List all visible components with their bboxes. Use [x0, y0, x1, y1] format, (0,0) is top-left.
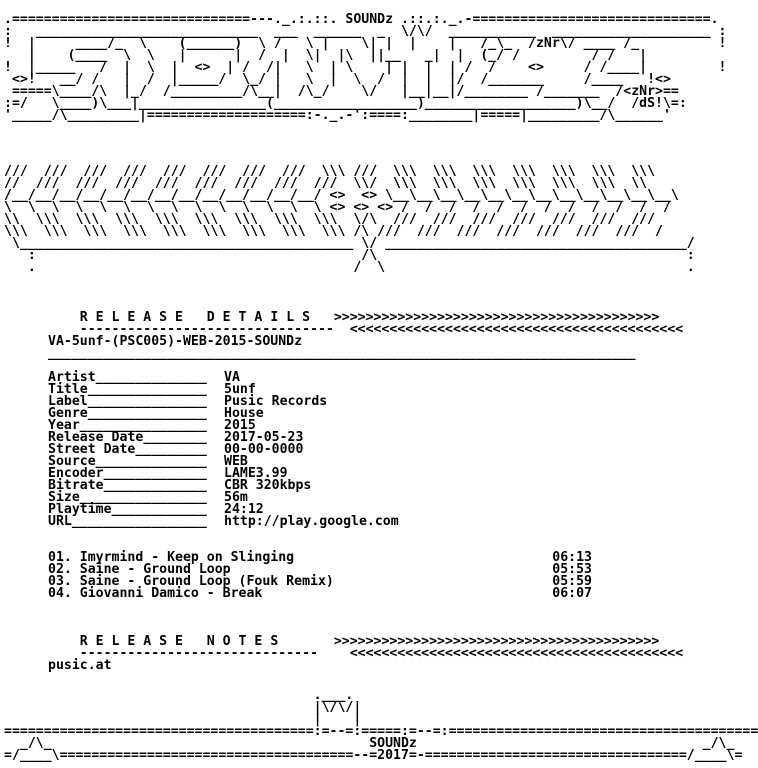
field-row: Label_______________ Pusic Records — [48, 394, 399, 409]
field-label: Year________________ — [48, 418, 207, 433]
track-row: 01. Imyrmind - Keep on Slinging 06:13 — [48, 550, 592, 565]
footer-art-line: | | — [4, 712, 362, 727]
field-row: Size________________ 56m — [48, 490, 399, 505]
track-row: 04. Giovanni Damico - Break 06:07 — [48, 586, 592, 601]
release-notes-heading: R E L E A S E N O T E S — [79, 634, 279, 649]
track-title: 04. Giovanni Damico - Break — [48, 586, 263, 601]
footer-ascii-art: .___. |\/\/| | |========================… — [4, 688, 758, 763]
release-notes-arrows-top: >>>>>>>>>>>>>>>>>>>>>>>>>>>>>>>>>>>>>>>>… — [333, 634, 660, 649]
decorative-band: /// /// /// /// /// /// /// /// \\\ /// … — [4, 164, 695, 275]
release-details-heading-block: R E L E A S E D E T A I L S >>>>>>>>>>>>… — [48, 300, 660, 336]
field-row: Playtime____________ 24:12 — [48, 502, 399, 517]
field-row: Title_______________ 5unf — [48, 382, 399, 397]
field-row: Source______________ WEB — [48, 454, 399, 469]
field-value: LAME3.99 — [224, 466, 288, 481]
track-time: 05:53 — [552, 562, 592, 577]
field-label: Encoder_____________ — [48, 466, 207, 481]
release-details-arrows-bottom: <<<<<<<<<<<<<<<<<<<<<<<<<<<<<<<<<<<<<<<<… — [349, 322, 684, 337]
release-notes-underline: ------------------------------ — [79, 646, 318, 661]
field-label: Source______________ — [48, 454, 207, 469]
nfo-document: .==============================---._.:.:… — [4, 12, 758, 763]
footer-art-line: =======================================:… — [4, 724, 758, 739]
header-art-line: ! |_____ / | \ | <> | / /| \ | \ | | | |… — [4, 60, 727, 75]
field-row: Encoder_____________ LAME3.99 — [48, 466, 399, 481]
band-art-line: /// /// /// /// /// /// /// /// \\\ /// … — [4, 164, 656, 179]
track-title: 03. Saine - Ground Loop (Fouk Remix) — [48, 574, 334, 589]
field-row: Release Date________ 2017-05-23 — [48, 430, 399, 445]
header-art-line: =====\____/\ |_/ /_________/\__| /\_/ \/… — [4, 84, 719, 99]
track-time: 06:07 — [552, 586, 592, 601]
release-notes-arrows-bottom: <<<<<<<<<<<<<<<<<<<<<<<<<<<<<<<<<<<<<<<<… — [349, 646, 684, 661]
field-row: Year________________ 2015 — [48, 418, 399, 433]
field-label: Playtime____________ — [48, 502, 207, 517]
field-label: URL_________________ — [48, 514, 207, 529]
release-details-heading: R E L E A S E D E T A I L S — [79, 310, 311, 325]
header-art-line: ! | ____/_ \ (______) \ / \ | \| | | | /… — [4, 36, 727, 51]
header-art-line: | (____ \ \ | | / | \| |\ ||__ _| | (_/ … — [4, 48, 719, 63]
field-value: 2017-05-23 — [224, 430, 304, 445]
field-label: Genre_______________ — [48, 406, 207, 421]
release-notes-text: pusic.at — [48, 658, 112, 673]
track-time: 06:13 — [552, 550, 592, 565]
track-title: 02. Saine - Ground Loop — [48, 562, 231, 577]
header-ascii-logo: .==============================---._.:.:… — [4, 12, 727, 123]
track-title: 01. Imyrmind - Keep on Slinging — [48, 550, 295, 565]
field-value: House — [224, 406, 264, 421]
band-art-line: \ \ \ \ \ \ \ \ \ \ \ \ \ \ <> <> <> / /… — [4, 200, 671, 215]
field-label: Bitrate_____________ — [48, 478, 207, 493]
release-notes-underline-block: ------------------------------ <<<<<<<<<… — [48, 636, 683, 672]
track-row: 02. Saine - Ground Loop 05:53 — [48, 562, 592, 577]
field-label: Street Date_________ — [48, 442, 207, 457]
footer-art-line: _/\_ SOUNDz _/\_ — [4, 736, 735, 751]
field-value: 5unf — [224, 382, 256, 397]
band-art-line: /__/__/__/__/__/__/__/__/__/__/__/__/__/… — [4, 188, 679, 203]
field-value: WEB — [224, 454, 248, 469]
field-value: CBR 320kbps — [224, 478, 312, 493]
release-details-underline-block: -------------------------------- <<<<<<<… — [48, 312, 683, 348]
field-row: URL_________________ http://play.google.c… — [48, 514, 399, 529]
field-row: Artist______________ VA — [48, 370, 399, 385]
field-label: Size________________ — [48, 490, 207, 505]
field-row: Genre_______________ House — [48, 406, 399, 421]
footer-art-line: |\/\/| — [4, 700, 362, 715]
field-label: Label_______________ — [48, 394, 207, 409]
release-notes-heading-block: R E L E A S E N O T E S >>>>>>>>>>>>>>>>… — [48, 624, 660, 660]
field-value: 56m — [224, 490, 248, 505]
field-label: Artist______________ — [48, 370, 207, 385]
band-art-line: // /// /// /// /// /// /// /// /// \\/ \… — [4, 176, 648, 191]
field-value: 24:12 — [224, 502, 264, 517]
field-value: Pusic Records — [224, 394, 328, 409]
band-art-line: : /\ : — [4, 248, 695, 263]
band-art-line: \_______________________________________… — [4, 236, 695, 251]
field-value: 00-00-0000 — [224, 442, 304, 457]
header-art-line: :=/ \____)\___|________________(________… — [4, 96, 703, 111]
band-art-line: \\ \\\ \\\ \\\ \\\ \\\ \\\ \\\ \\\ \/\ /… — [4, 212, 656, 227]
field-row: Street Date_________ 00-00-0000 — [48, 442, 399, 457]
track-row: 03. Saine - Ground Loop (Fouk Remix) 05:5… — [48, 574, 592, 589]
footer-art-line: =/____\=================================… — [4, 748, 743, 763]
footer-art-line: .___. — [4, 688, 354, 703]
band-art-line: . / \ . — [4, 260, 695, 275]
field-value[interactable]: http://play.google.com — [224, 514, 399, 529]
release-details-underline: -------------------------------- — [79, 322, 334, 337]
release-name-separator: ________________________________________… — [48, 346, 636, 361]
header-art-line: '_____/\_________|====================:-… — [4, 108, 711, 123]
header-art-line: <>! __/ / | / |_____/ \_/ | \ | \ / | | … — [4, 72, 719, 87]
field-value: 2015 — [224, 418, 256, 433]
field-label: Title_______________ — [48, 382, 207, 397]
band-art-line: \\\ \\\ \\\ \\\ \\\ \\\ \\\ \\\ \\\ /\ /… — [4, 224, 663, 239]
track-time: 05:59 — [552, 574, 592, 589]
field-label: Release Date________ — [48, 430, 207, 445]
release-details-arrows-top: >>>>>>>>>>>>>>>>>>>>>>>>>>>>>>>>>>>>>>>>… — [333, 310, 660, 325]
header-art-line: : ____________________________ ___ _____… — [4, 24, 727, 39]
field-value: VA — [224, 370, 240, 385]
field-row: Bitrate_____________ CBR 320kbps — [48, 478, 399, 493]
release-name: VA-5unf-(PSC005)-WEB-2015-SOUNDz — [48, 334, 303, 349]
header-art-line: .==============================---._.:.:… — [4, 12, 719, 27]
